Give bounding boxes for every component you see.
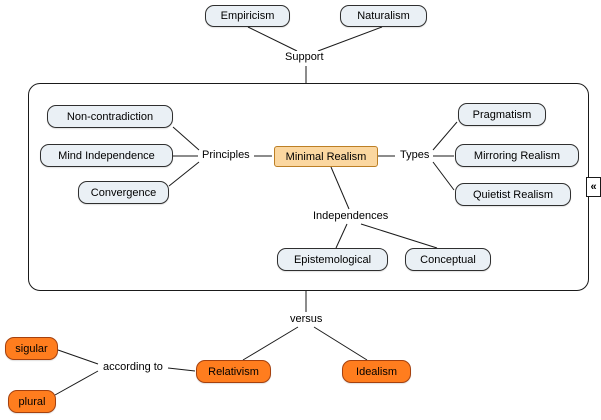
link-label-independences[interactable]: Independences	[311, 210, 391, 222]
node-mirroring-realism[interactable]: Mirroring Realism	[455, 144, 579, 167]
node-label: Quietist Realism	[472, 188, 554, 201]
node-label: Pragmatism	[472, 108, 532, 121]
node-convergence[interactable]: Convergence	[78, 181, 169, 204]
node-label: Idealism	[356, 365, 397, 378]
node-plural[interactable]: plural	[8, 390, 56, 413]
link-label-principles[interactable]: Principles	[200, 149, 252, 161]
node-label: sigular	[15, 342, 48, 355]
double-chevron-left-icon: «	[590, 181, 597, 193]
link-label-types[interactable]: Types	[398, 149, 432, 161]
node-empiricism[interactable]: Empiricism	[205, 5, 290, 27]
link-label-versus[interactable]: versus	[288, 313, 325, 325]
node-naturalism[interactable]: Naturalism	[340, 5, 427, 27]
node-label: plural	[18, 395, 46, 408]
node-label: Minimal Realism	[285, 150, 367, 163]
node-label: Convergence	[90, 186, 157, 199]
node-label: Empiricism	[220, 10, 275, 22]
link-label-support[interactable]: Support	[283, 51, 326, 63]
node-non-contradiction[interactable]: Non-contradiction	[47, 105, 173, 128]
node-label: Mind Independence	[58, 149, 155, 162]
node-conceptual[interactable]: Conceptual	[405, 248, 491, 271]
node-sigular[interactable]: sigular	[5, 337, 58, 360]
node-pragmatism[interactable]: Pragmatism	[458, 103, 546, 126]
node-mind-independence[interactable]: Mind Independence	[40, 144, 173, 167]
node-epistemological[interactable]: Epistemological	[277, 248, 388, 271]
node-label: Mirroring Realism	[473, 149, 561, 162]
node-label: Relativism	[208, 365, 259, 378]
node-label: Conceptual	[420, 253, 476, 266]
node-relativism[interactable]: Relativism	[196, 360, 271, 383]
node-label: Epistemological	[293, 253, 372, 266]
collapse-button[interactable]: «	[586, 177, 601, 197]
node-idealism[interactable]: Idealism	[342, 360, 411, 383]
node-quietist-realism[interactable]: Quietist Realism	[455, 183, 571, 206]
link-label-according-to[interactable]: according to	[101, 361, 165, 373]
node-minimal-realism[interactable]: Minimal Realism	[274, 146, 378, 167]
node-label: Naturalism	[357, 10, 410, 22]
node-label: Non-contradiction	[66, 110, 154, 123]
